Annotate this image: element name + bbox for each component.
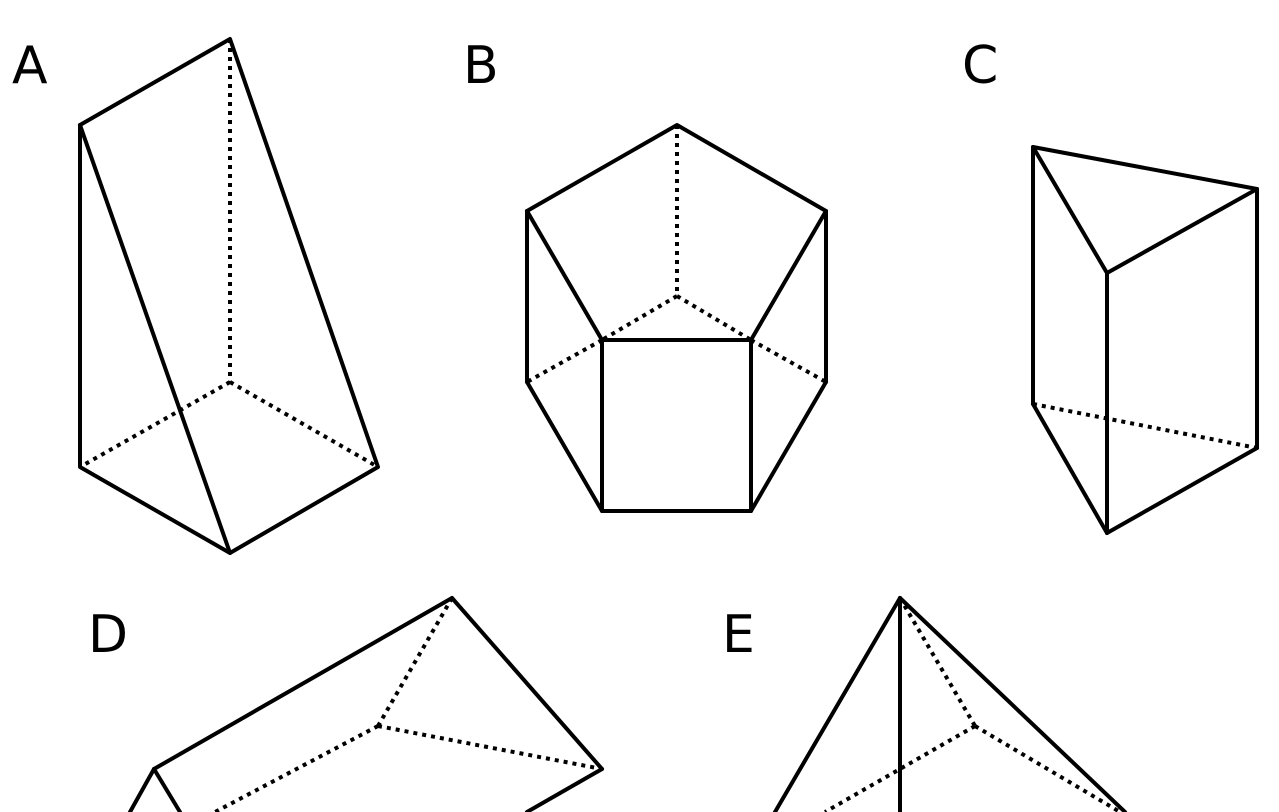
figure-c-hidden-edges <box>1032 402 1258 450</box>
figure-a-label: A <box>12 36 48 96</box>
figure-b-hidden-edges <box>526 125 827 384</box>
figure-c: C <box>962 36 1259 535</box>
figure-a-visible-edges <box>78 37 380 555</box>
figure-a: A <box>12 36 380 555</box>
figure-b-label: B <box>463 36 499 96</box>
figure-c-visible-edges <box>1031 145 1259 535</box>
figure-e: E <box>722 596 1127 812</box>
figure-e-visible-edges <box>773 596 1127 812</box>
figure-d-label: D <box>88 605 128 665</box>
figure-d-visible-edges <box>128 596 604 812</box>
figure-e-label: E <box>722 605 755 665</box>
figure-e-hidden-edges <box>824 596 1122 812</box>
figure-d-hidden-edges <box>214 596 603 812</box>
figure-c-label: C <box>962 36 998 96</box>
figure-a-hidden-edges <box>79 39 379 469</box>
figure-b: B <box>463 36 828 513</box>
figure-b-visible-edges <box>525 123 828 513</box>
figure-d: D <box>88 596 604 812</box>
